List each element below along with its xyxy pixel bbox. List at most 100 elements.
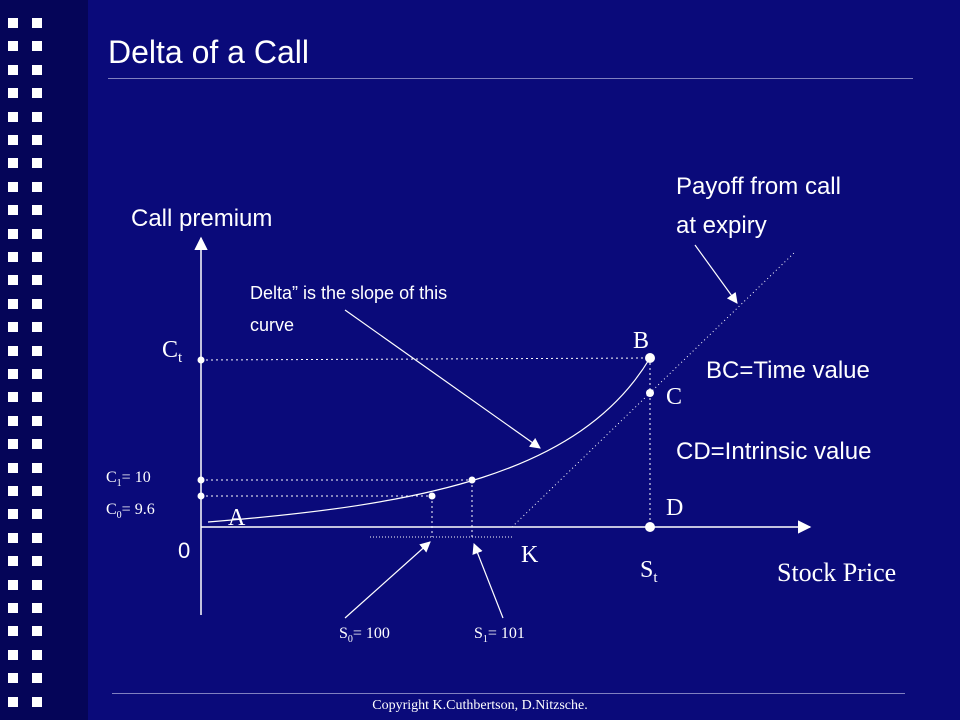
band-square — [32, 275, 42, 286]
ct-axis-dot — [197, 356, 205, 364]
ct-guide-line — [200, 357, 651, 361]
footer-divider — [112, 693, 905, 694]
point-d-label: D — [666, 495, 683, 521]
band-square — [32, 415, 42, 426]
c0-label: C0= 9.6 — [106, 501, 155, 521]
band-square — [32, 345, 42, 356]
band-square — [32, 64, 42, 75]
strike-k-label: K — [521, 542, 539, 568]
band-square — [8, 345, 18, 356]
point-b-label: B — [633, 328, 649, 354]
band-square — [8, 369, 18, 379]
st-label: St — [640, 557, 658, 586]
band-square — [8, 415, 18, 426]
delta-label-line2: curve — [250, 315, 294, 335]
band-square — [8, 111, 18, 122]
band-square — [8, 158, 18, 169]
payoff-pointer-arrow — [694, 244, 738, 304]
band-square — [32, 322, 42, 333]
c1-axis-dot — [197, 476, 205, 484]
band-square — [32, 626, 42, 637]
band-square — [32, 439, 42, 450]
band-square — [32, 181, 42, 192]
band-square — [8, 486, 18, 496]
band-square — [8, 509, 18, 520]
band-square — [8, 64, 18, 75]
payoff-label-line1: Payoff from call — [676, 173, 841, 200]
band-square — [8, 439, 18, 450]
delta-label-line1: Delta” is the slope of this — [250, 283, 447, 303]
band-square — [8, 556, 18, 567]
band-square — [8, 18, 18, 28]
band-square — [8, 252, 18, 262]
band-square — [32, 369, 42, 379]
band-square — [32, 532, 42, 543]
band-square — [32, 158, 42, 169]
band-square — [8, 532, 18, 543]
band-square — [8, 41, 18, 52]
band-square — [8, 275, 18, 286]
band-square — [8, 673, 18, 684]
payoff-label-line2: at expiry — [676, 212, 767, 239]
band-square — [32, 88, 42, 99]
band-square — [8, 603, 18, 613]
origin-label: 0 — [178, 538, 190, 563]
delta-pointer-arrow — [344, 309, 541, 449]
band-square — [32, 486, 42, 496]
title-divider — [108, 78, 913, 79]
band-square — [32, 579, 42, 590]
band-square — [8, 88, 18, 99]
payoff-at-expiry-line — [511, 251, 796, 528]
slide-title: Delta of a Call — [108, 34, 309, 70]
point-a-label: A — [228, 505, 246, 531]
band-square — [32, 252, 42, 262]
band-square — [32, 18, 42, 28]
y-axis-label: Call premium — [131, 205, 272, 232]
band-square — [32, 603, 42, 613]
s0-label: S0= 100 — [339, 625, 390, 645]
band-square — [32, 696, 42, 707]
band-square — [32, 649, 42, 660]
band-square — [8, 135, 18, 145]
s1-pointer-arrow — [472, 542, 504, 619]
side-band-decoration — [0, 0, 88, 720]
point-d-dot — [645, 522, 655, 532]
s1-label: S1= 101 — [474, 625, 525, 645]
band-square — [32, 205, 42, 216]
band-square — [8, 392, 18, 403]
band-square — [8, 696, 18, 707]
point-b-dot — [645, 353, 655, 363]
band-square — [8, 579, 18, 590]
band-square — [32, 41, 42, 52]
band-square — [32, 462, 42, 473]
band-square — [32, 556, 42, 567]
bc-time-value-label: BC=Time value — [706, 357, 870, 384]
curve-point-s0 — [428, 492, 436, 500]
c0-axis-dot — [197, 492, 205, 500]
s0-pointer-arrow — [344, 541, 431, 619]
band-square — [8, 462, 18, 473]
c1-label: C1= 10 — [106, 469, 151, 489]
band-square — [8, 626, 18, 637]
band-square — [8, 298, 18, 309]
point-c-label: C — [666, 384, 682, 410]
cd-intrinsic-value-label: CD=Intrinsic value — [676, 438, 871, 465]
x-axis-label: Stock Price — [777, 558, 896, 587]
band-square — [32, 111, 42, 122]
footer-copyright: Copyright K.Cuthbertson, D.Nitzsche. — [372, 698, 588, 713]
band-square — [32, 392, 42, 403]
curve-point-s1 — [468, 476, 476, 484]
band-square — [8, 181, 18, 192]
band-square — [8, 228, 18, 239]
ct-label: Ct — [162, 337, 183, 366]
point-c-dot — [646, 389, 654, 397]
band-square — [8, 322, 18, 333]
band-square — [32, 228, 42, 239]
band-square — [32, 298, 42, 309]
band-square — [32, 509, 42, 520]
band-square — [8, 649, 18, 660]
band-square — [32, 673, 42, 684]
band-square — [32, 135, 42, 145]
band-square — [8, 205, 18, 216]
